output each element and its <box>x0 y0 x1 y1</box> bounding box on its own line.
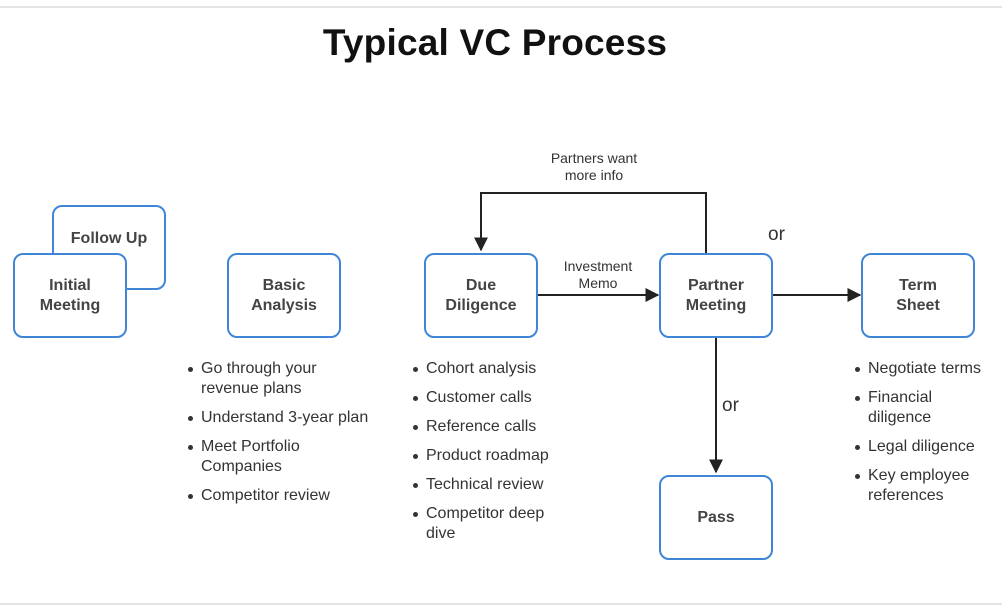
label-or-term-sheet: or <box>768 224 785 245</box>
list-item: Customer calls <box>411 388 591 408</box>
list-item: Product roadmap <box>411 446 591 466</box>
list-item: Meet Portfolio Companies <box>186 437 396 477</box>
due-diligence-box: Due Diligence <box>424 253 538 338</box>
list-item: Reference calls <box>411 417 591 437</box>
partner-meeting-box: Partner Meeting <box>659 253 773 338</box>
list-item: Cohort analysis <box>411 359 591 379</box>
basic-analysis-list: Go through your revenue plans Understand… <box>186 359 396 515</box>
list-item: Financial diligence <box>853 388 998 428</box>
list-item: Negotiate terms <box>853 359 998 379</box>
initial-meeting-box: Initial Meeting <box>13 253 127 338</box>
list-item: Key employee references <box>853 466 998 506</box>
diagram-title: Typical VC Process <box>322 22 668 63</box>
list-item: Understand 3-year plan <box>186 408 396 428</box>
pass-box: Pass <box>659 475 773 560</box>
label-partners-want-more-info: Partners want more info <box>550 150 638 183</box>
term-sheet-box: Term Sheet <box>861 253 975 338</box>
list-item: Go through your revenue plans <box>186 359 396 399</box>
list-item: Competitor review <box>186 486 396 506</box>
list-item: Legal diligence <box>853 437 998 457</box>
bottom-divider <box>0 603 1002 605</box>
list-item: Competitor deep dive <box>411 504 591 544</box>
due-diligence-list: Cohort analysis Customer calls Reference… <box>411 359 591 553</box>
top-divider <box>0 6 1002 8</box>
basic-analysis-box: Basic Analysis <box>227 253 341 338</box>
label-investment-memo: Investment Memo <box>563 258 633 291</box>
list-item: Technical review <box>411 475 591 495</box>
label-or-pass: or <box>722 395 739 416</box>
arrow-more-info-loop <box>474 192 707 253</box>
term-sheet-list: Negotiate terms Financial diligence Lega… <box>853 359 998 515</box>
